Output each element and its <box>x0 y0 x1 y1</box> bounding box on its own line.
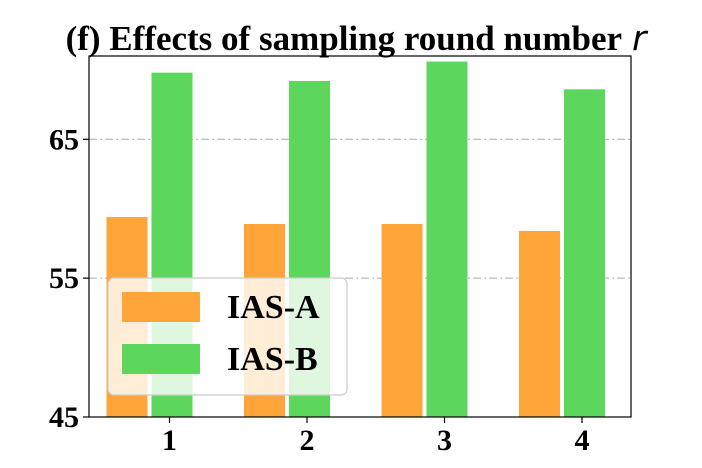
legend-label-ias-b: IAS-B <box>227 341 318 378</box>
legend: IAS-A IAS-B <box>107 277 348 396</box>
x-tick-label-2: 3 <box>437 424 452 457</box>
bar-ias-b-3 <box>426 61 468 418</box>
x-axis: 1 2 3 4 <box>162 417 590 457</box>
y-axis: 45 55 65 <box>49 123 89 434</box>
x-tick-label-0: 1 <box>162 424 177 457</box>
legend-label-ias-a: IAS-A <box>227 289 320 326</box>
bar-ias-a-3 <box>381 224 423 417</box>
bar-ias-a-4 <box>519 230 560 417</box>
y-tick-label-2: 65 <box>49 123 79 156</box>
bar-ias-b-4 <box>564 89 605 418</box>
x-tick-label-1: 2 <box>300 424 315 457</box>
legend-swatch-ias-b <box>122 344 200 374</box>
chart-title-text: (f) Effects of sampling round number <box>66 19 622 58</box>
x-tick-label-3: 4 <box>575 424 590 457</box>
legend-swatch-ias-a <box>122 292 200 322</box>
chart-title-variable: r <box>632 19 649 59</box>
y-tick-label-0: 45 <box>49 401 79 434</box>
chart-title: (f) Effects of sampling round number r <box>66 19 649 59</box>
y-tick-label-1: 55 <box>49 262 79 295</box>
plot-frame <box>88 55 632 418</box>
